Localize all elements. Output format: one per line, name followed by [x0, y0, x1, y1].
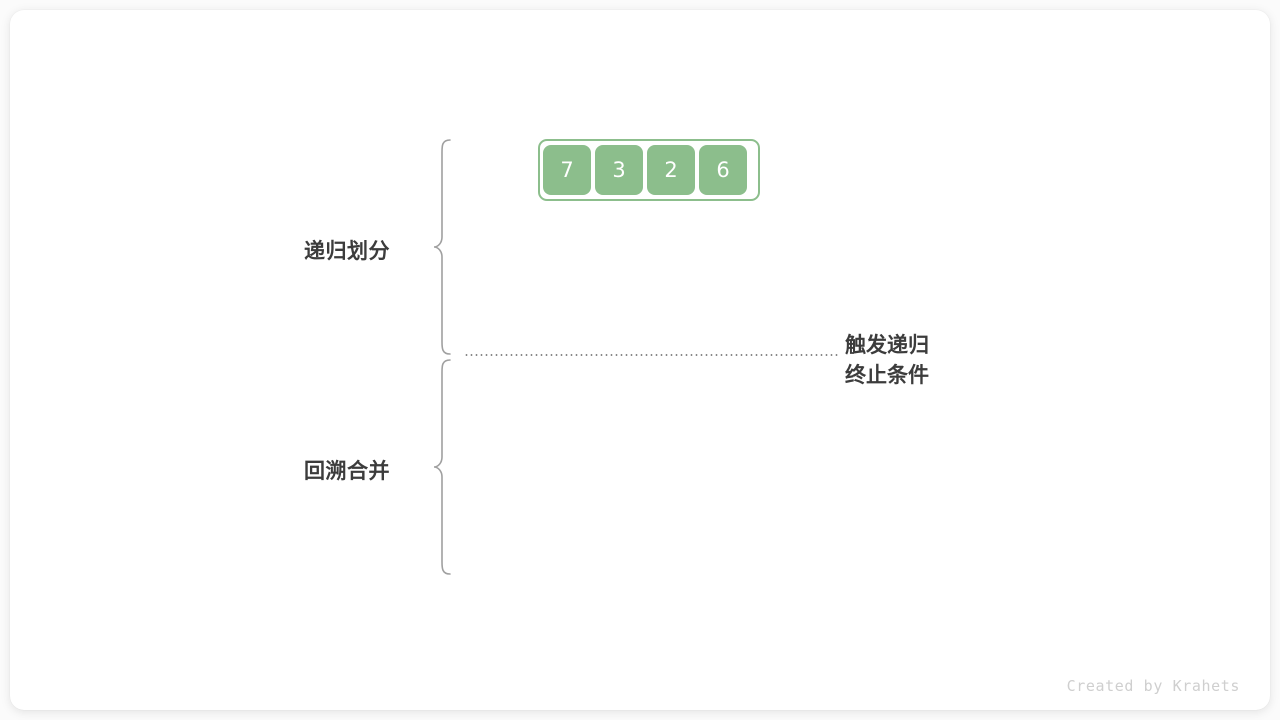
initial-array: 7 3 2 6	[538, 139, 760, 201]
note-line-1: 触发递归	[845, 333, 929, 357]
brace-merge-phase	[430, 358, 456, 576]
figure-card	[10, 10, 1270, 710]
array-cell: 6	[699, 145, 747, 195]
note-line-2: 终止条件	[845, 363, 929, 387]
credit-text: Created by Krahets	[1066, 677, 1240, 695]
array-cell: 7	[543, 145, 591, 195]
recursion-base-case-divider	[464, 354, 839, 356]
recursion-base-case-note: 触发递归 终止条件	[845, 330, 929, 390]
phase-label-merge: 回溯合并	[304, 459, 390, 483]
array-cell: 3	[595, 145, 643, 195]
phase-label-divide: 递归划分	[304, 239, 390, 263]
array-cell: 2	[647, 145, 695, 195]
brace-divide-phase	[430, 138, 456, 356]
